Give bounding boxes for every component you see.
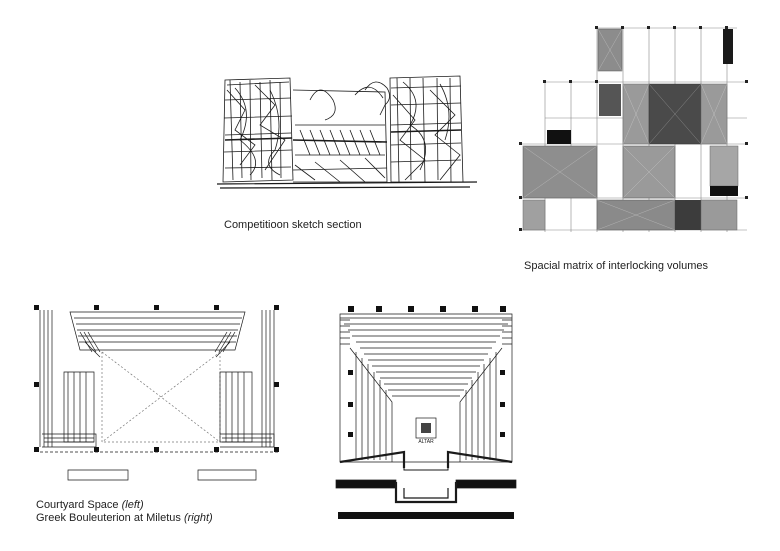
volume-bottom-3 [700, 199, 738, 231]
courtyard-caption: Courtyard Space (left) Greek Bouleuterio… [36, 499, 213, 525]
matrix-caption: Spacial matrix of interlocking volumes [524, 260, 709, 272]
volume-bottom-2 [596, 199, 676, 231]
courtyard-plan-drawing [34, 305, 279, 481]
volume-mid-large-dark [648, 83, 702, 145]
sketch-right-block [389, 75, 464, 183]
volume-dark-small [599, 84, 621, 116]
bouleuterion-base [338, 512, 514, 519]
courtyard-plan-figure [30, 302, 288, 487]
courtyard-caption-line2: Greek Bouleuterion at Miletus (right) [36, 512, 213, 524]
courtyard-caption-line1: Courtyard Space (left) [36, 499, 144, 511]
sketch-left-block [222, 77, 294, 183]
matrix-volumes [522, 28, 739, 231]
volume-right [709, 145, 739, 187]
spatial-matrix-figure [517, 22, 749, 234]
volume-top-right-dark [723, 29, 733, 64]
courtyard-columns [34, 305, 279, 452]
sketch-section-drawing [216, 75, 478, 189]
altar-label: ALTAR [418, 439, 434, 445]
volume-black-bar [547, 130, 571, 144]
sketch-section-figure [215, 70, 480, 200]
volume-bottom-dark [675, 200, 701, 230]
matrix-diagonals [522, 28, 728, 231]
bouleuterion-plan-figure: ALTAR [334, 302, 518, 522]
bouleuterion-plan-drawing: ALTAR [335, 306, 517, 519]
volume-center [622, 145, 676, 199]
sketch-middle-block [292, 81, 390, 183]
volume-top-left [597, 28, 623, 72]
volume-large-left [522, 145, 598, 199]
volume-right-dark-bar [710, 186, 738, 196]
matrix-nodes [519, 26, 748, 231]
spatial-matrix-diagram [519, 26, 748, 232]
volume-bottom-1 [522, 199, 546, 231]
altar-mark [421, 423, 431, 433]
sketch-caption: Competitioon sketch section [224, 219, 362, 231]
volume-mid-right [700, 83, 728, 145]
bouleuterion-columns [348, 306, 506, 437]
